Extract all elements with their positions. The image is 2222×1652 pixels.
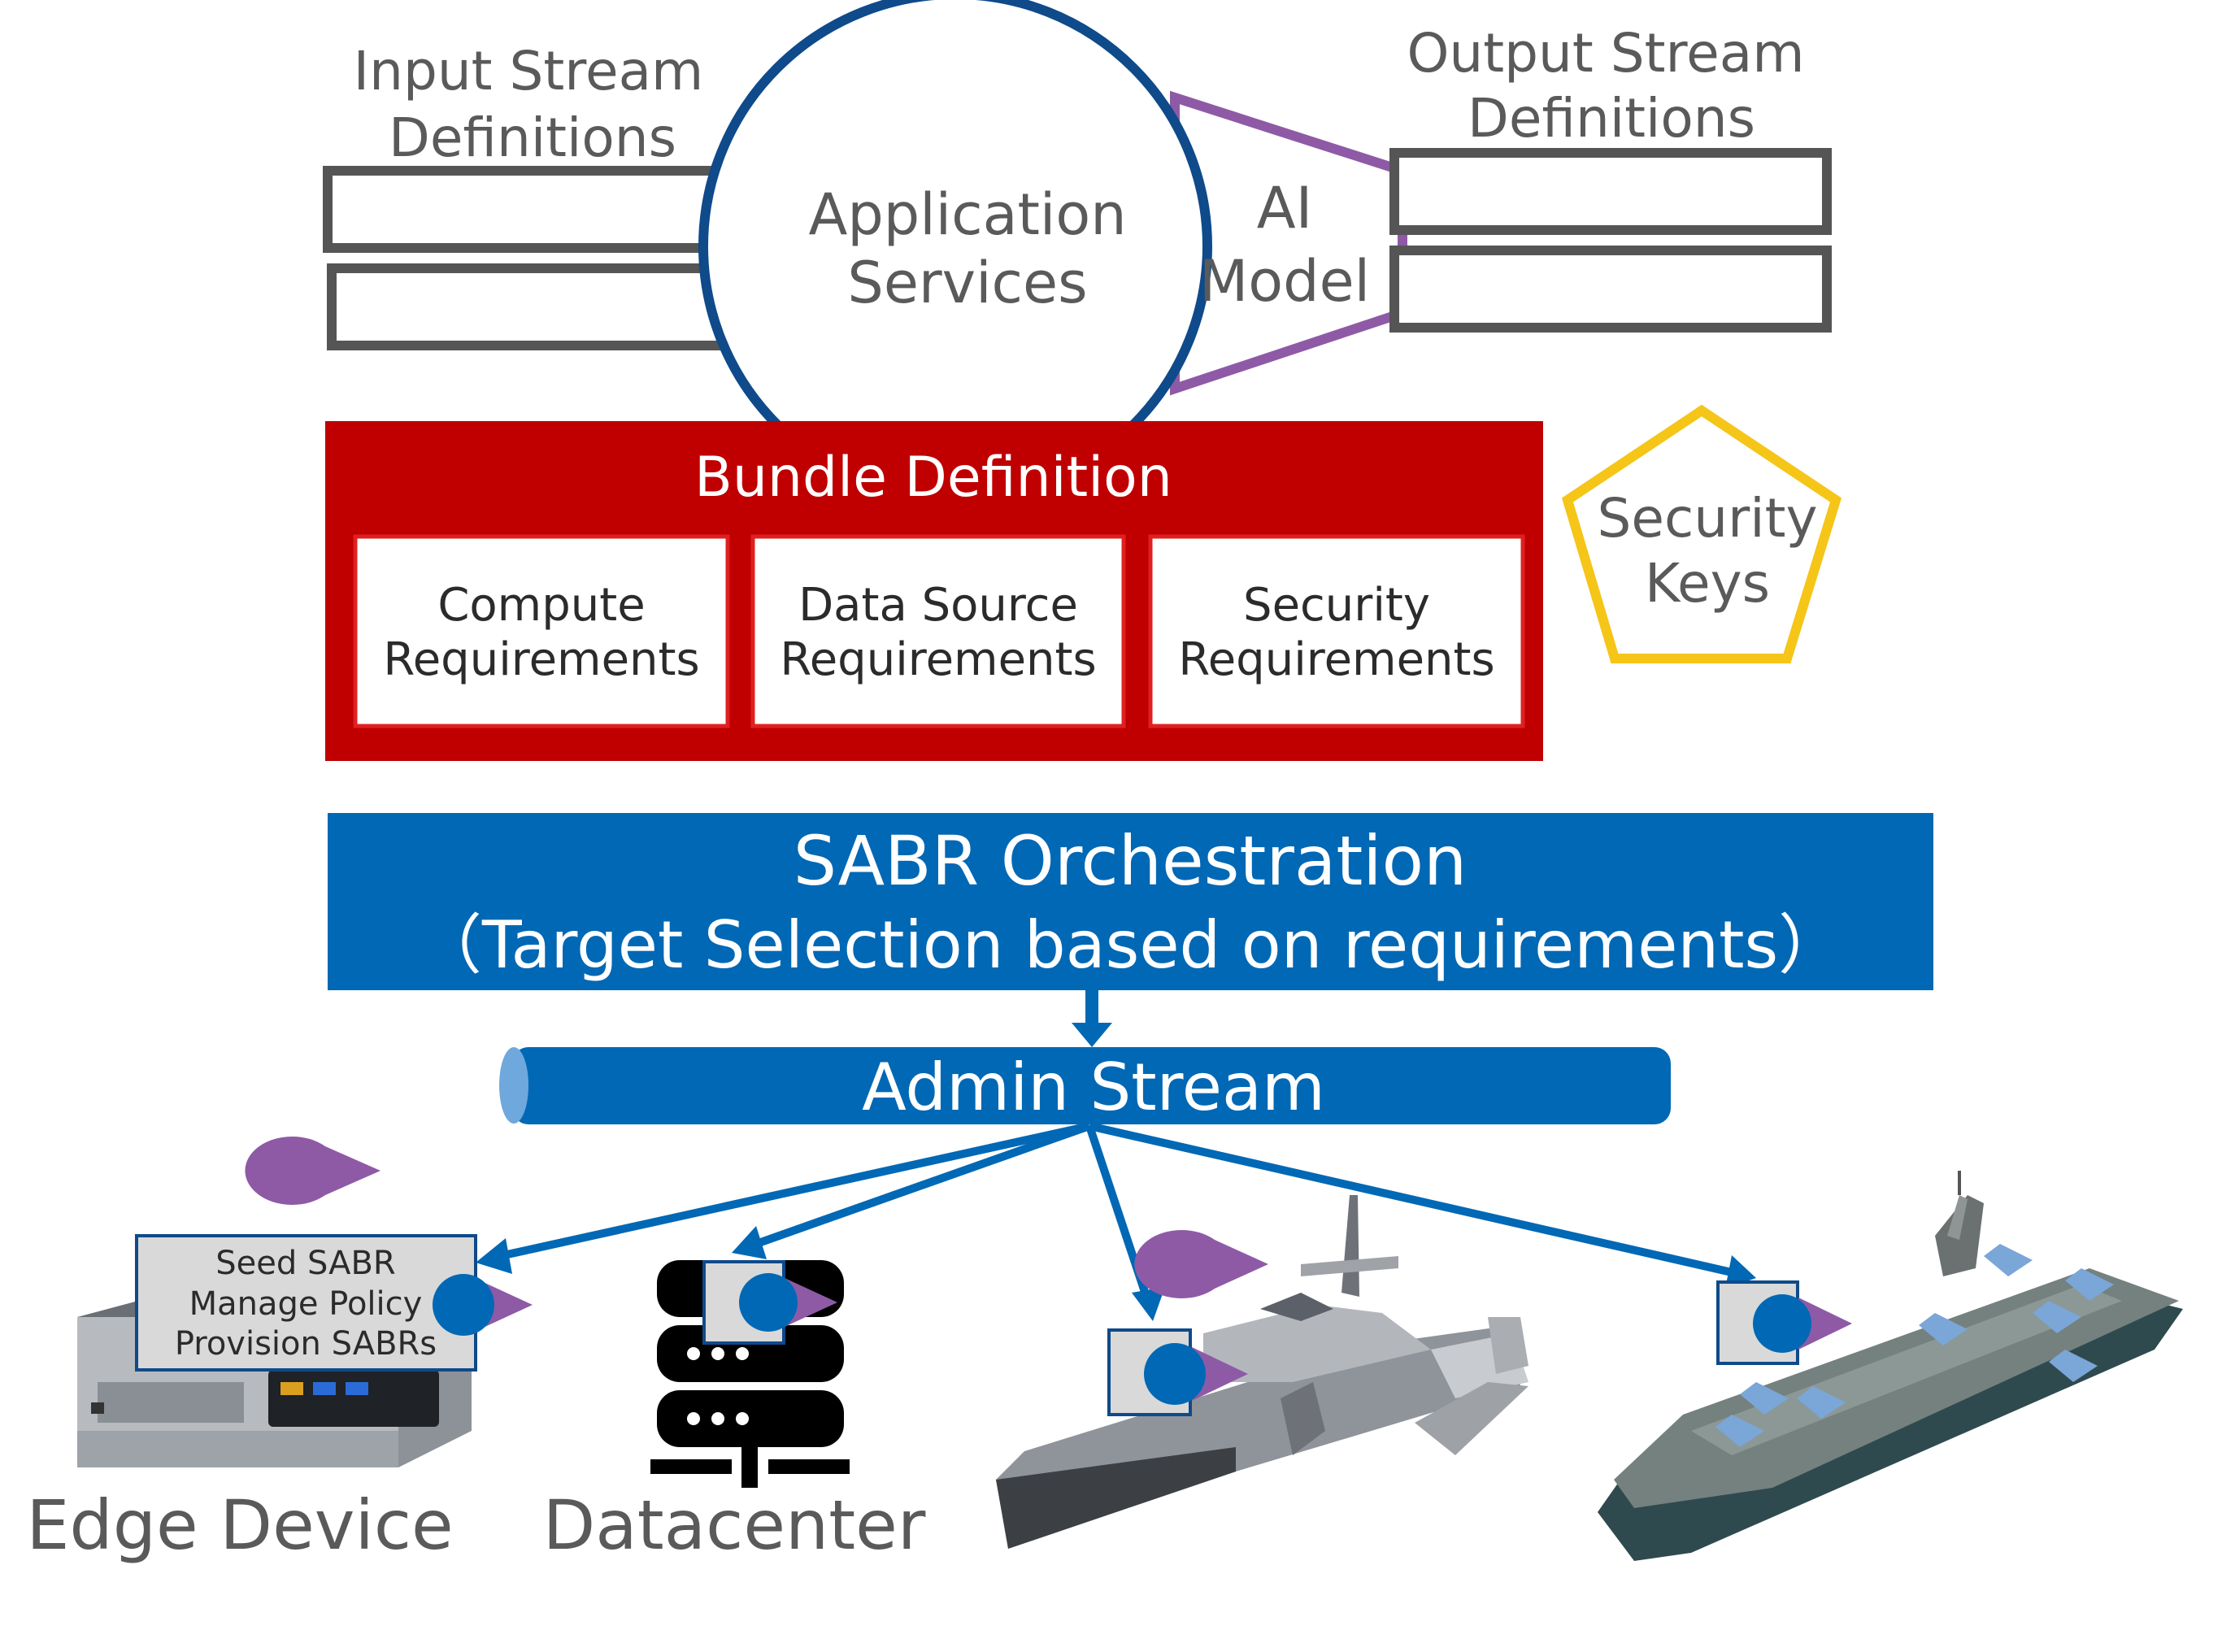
datacenter-label: Datacenter xyxy=(543,1485,926,1565)
seed-sabr-line2: Manage Policy xyxy=(189,1285,423,1323)
ai-model-line1: AI xyxy=(1257,175,1313,241)
seed-sabr-line3: Provision SABRs xyxy=(175,1325,437,1363)
security-keys-line1: Security xyxy=(1597,487,1817,550)
purple-drop-icon xyxy=(245,1136,380,1205)
trimaran-ship-image xyxy=(996,1195,1528,1549)
admin-stream-label: Admin Stream xyxy=(862,1050,1325,1125)
output-stream-title-line2: Definitions xyxy=(1468,87,1755,150)
orchestration-to-admin-arrow xyxy=(1072,990,1112,1047)
seed-sabr-line1: Seed SABR xyxy=(215,1245,395,1282)
data-source-requirements-box[interactable] xyxy=(750,534,1126,728)
application-services-line2: Services xyxy=(847,250,1087,316)
security-requirements-line1: Security xyxy=(1243,579,1430,632)
distribution-arrows xyxy=(476,1122,1756,1321)
data-source-requirements-line1: Data Source xyxy=(798,579,1078,632)
edge-sabr-token-icon xyxy=(433,1274,533,1336)
ship-purple-drop-icon xyxy=(1134,1230,1268,1299)
ship-sabr-token-icon xyxy=(1107,1328,1248,1416)
edge-device-label: Edge Device xyxy=(26,1485,453,1565)
input-stream-box-1[interactable] xyxy=(323,166,755,253)
output-stream-definitions: Output Stream Definitions xyxy=(1389,22,1832,333)
bundle-definition: Bundle Definition Compute Requirements D… xyxy=(325,421,1543,761)
sabr-orchestration-subtitle: （Target Selection based on requirements） xyxy=(417,907,1843,983)
input-stream-title-line2: Definitions xyxy=(389,107,676,169)
security-keys-pentagon[interactable] xyxy=(1561,404,1842,663)
security-requirements-line2: Requirements xyxy=(1178,633,1494,686)
output-stream-title-line1: Output Stream xyxy=(1407,22,1804,85)
output-stream-box-2[interactable] xyxy=(1389,246,1832,333)
sabr-orchestration-panel[interactable] xyxy=(328,813,1933,990)
compute-requirements-line2: Requirements xyxy=(383,633,699,686)
edge-device-image xyxy=(77,1301,472,1467)
seed-sabr-box[interactable] xyxy=(135,1234,477,1372)
aircraft-carrier-image xyxy=(1598,1171,2183,1561)
sabr-orchestration-title: SABR Orchestration xyxy=(794,821,1468,901)
compute-requirements-line1: Compute xyxy=(437,579,645,632)
input-stream-title-line1: Input Stream xyxy=(354,40,704,102)
admin-stream-pipe[interactable] xyxy=(499,1047,1671,1124)
input-stream-definitions: Input Stream Definitions xyxy=(323,40,759,350)
application-services-line1: Application xyxy=(808,181,1126,248)
compute-requirements-box[interactable] xyxy=(353,534,730,728)
security-requirements-box[interactable] xyxy=(1148,534,1525,728)
input-stream-box-2[interactable] xyxy=(327,263,759,350)
datacenter-sabr-token-icon xyxy=(702,1260,837,1345)
output-stream-box-1[interactable] xyxy=(1389,148,1832,235)
ai-model-line2: Model xyxy=(1199,248,1370,315)
bundle-definition-title: Bundle Definition xyxy=(694,446,1172,510)
data-source-requirements-line2: Requirements xyxy=(780,633,1096,686)
security-keys-line2: Keys xyxy=(1645,552,1770,615)
carrier-sabr-token-icon xyxy=(1716,1280,1852,1365)
